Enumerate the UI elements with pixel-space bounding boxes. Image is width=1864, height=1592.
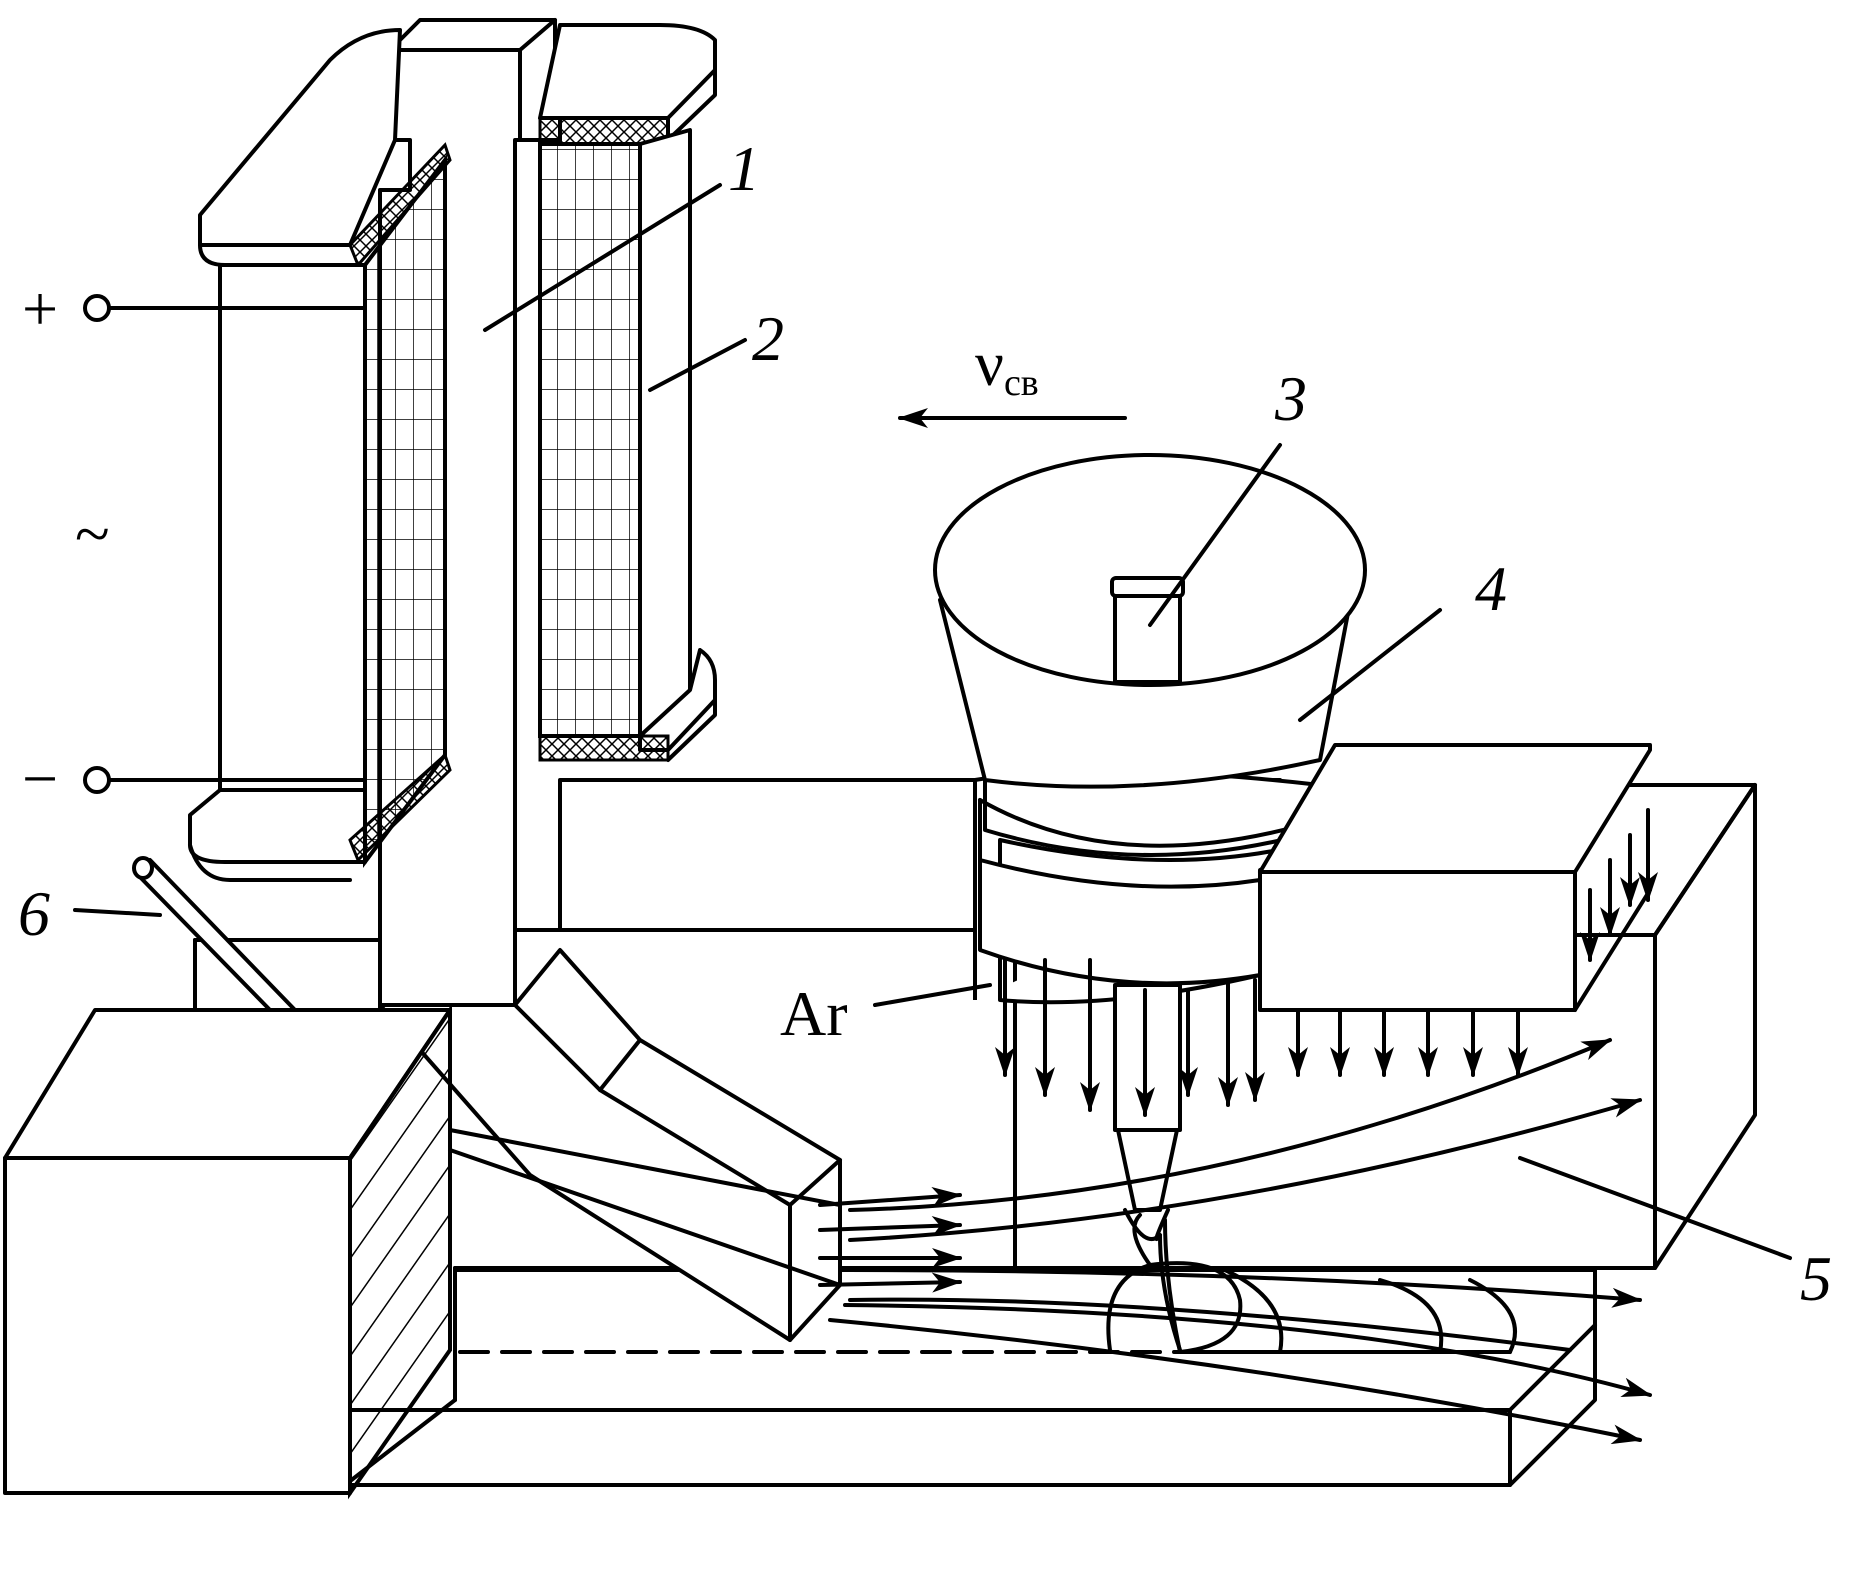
plus-label: + [22, 273, 58, 344]
label-2: 2 [752, 303, 784, 374]
ac-label: ~ [75, 498, 110, 569]
velocity-subscript: св [1004, 362, 1039, 404]
label-1: 1 [728, 133, 760, 204]
labels: 1 2 3 4 5 6 + − ~ Ar νсв [18, 133, 1832, 1314]
argon-flow-arrows [995, 808, 1658, 1117]
label-3: 3 [1274, 363, 1307, 434]
ac-supply [83, 294, 367, 794]
side-gas-box [1258, 743, 1652, 1012]
support-block [132, 856, 382, 1012]
velocity-label: νсв [975, 328, 1039, 404]
right-coil [538, 23, 717, 762]
velocity-symbol: ν [975, 328, 1004, 399]
left-coil [188, 28, 452, 882]
argon-label: Ar [780, 978, 848, 1049]
label-6: 6 [18, 878, 50, 949]
minus-terminal-icon [83, 766, 111, 794]
label-4: 4 [1475, 553, 1507, 624]
magnetic-field-lines [448, 1038, 1652, 1445]
minus-label: − [22, 743, 58, 814]
label-5: 5 [1800, 1243, 1832, 1314]
left-cube [3, 1003, 452, 1500]
plus-terminal-icon [83, 294, 111, 322]
leader-lines [73, 183, 1792, 1260]
